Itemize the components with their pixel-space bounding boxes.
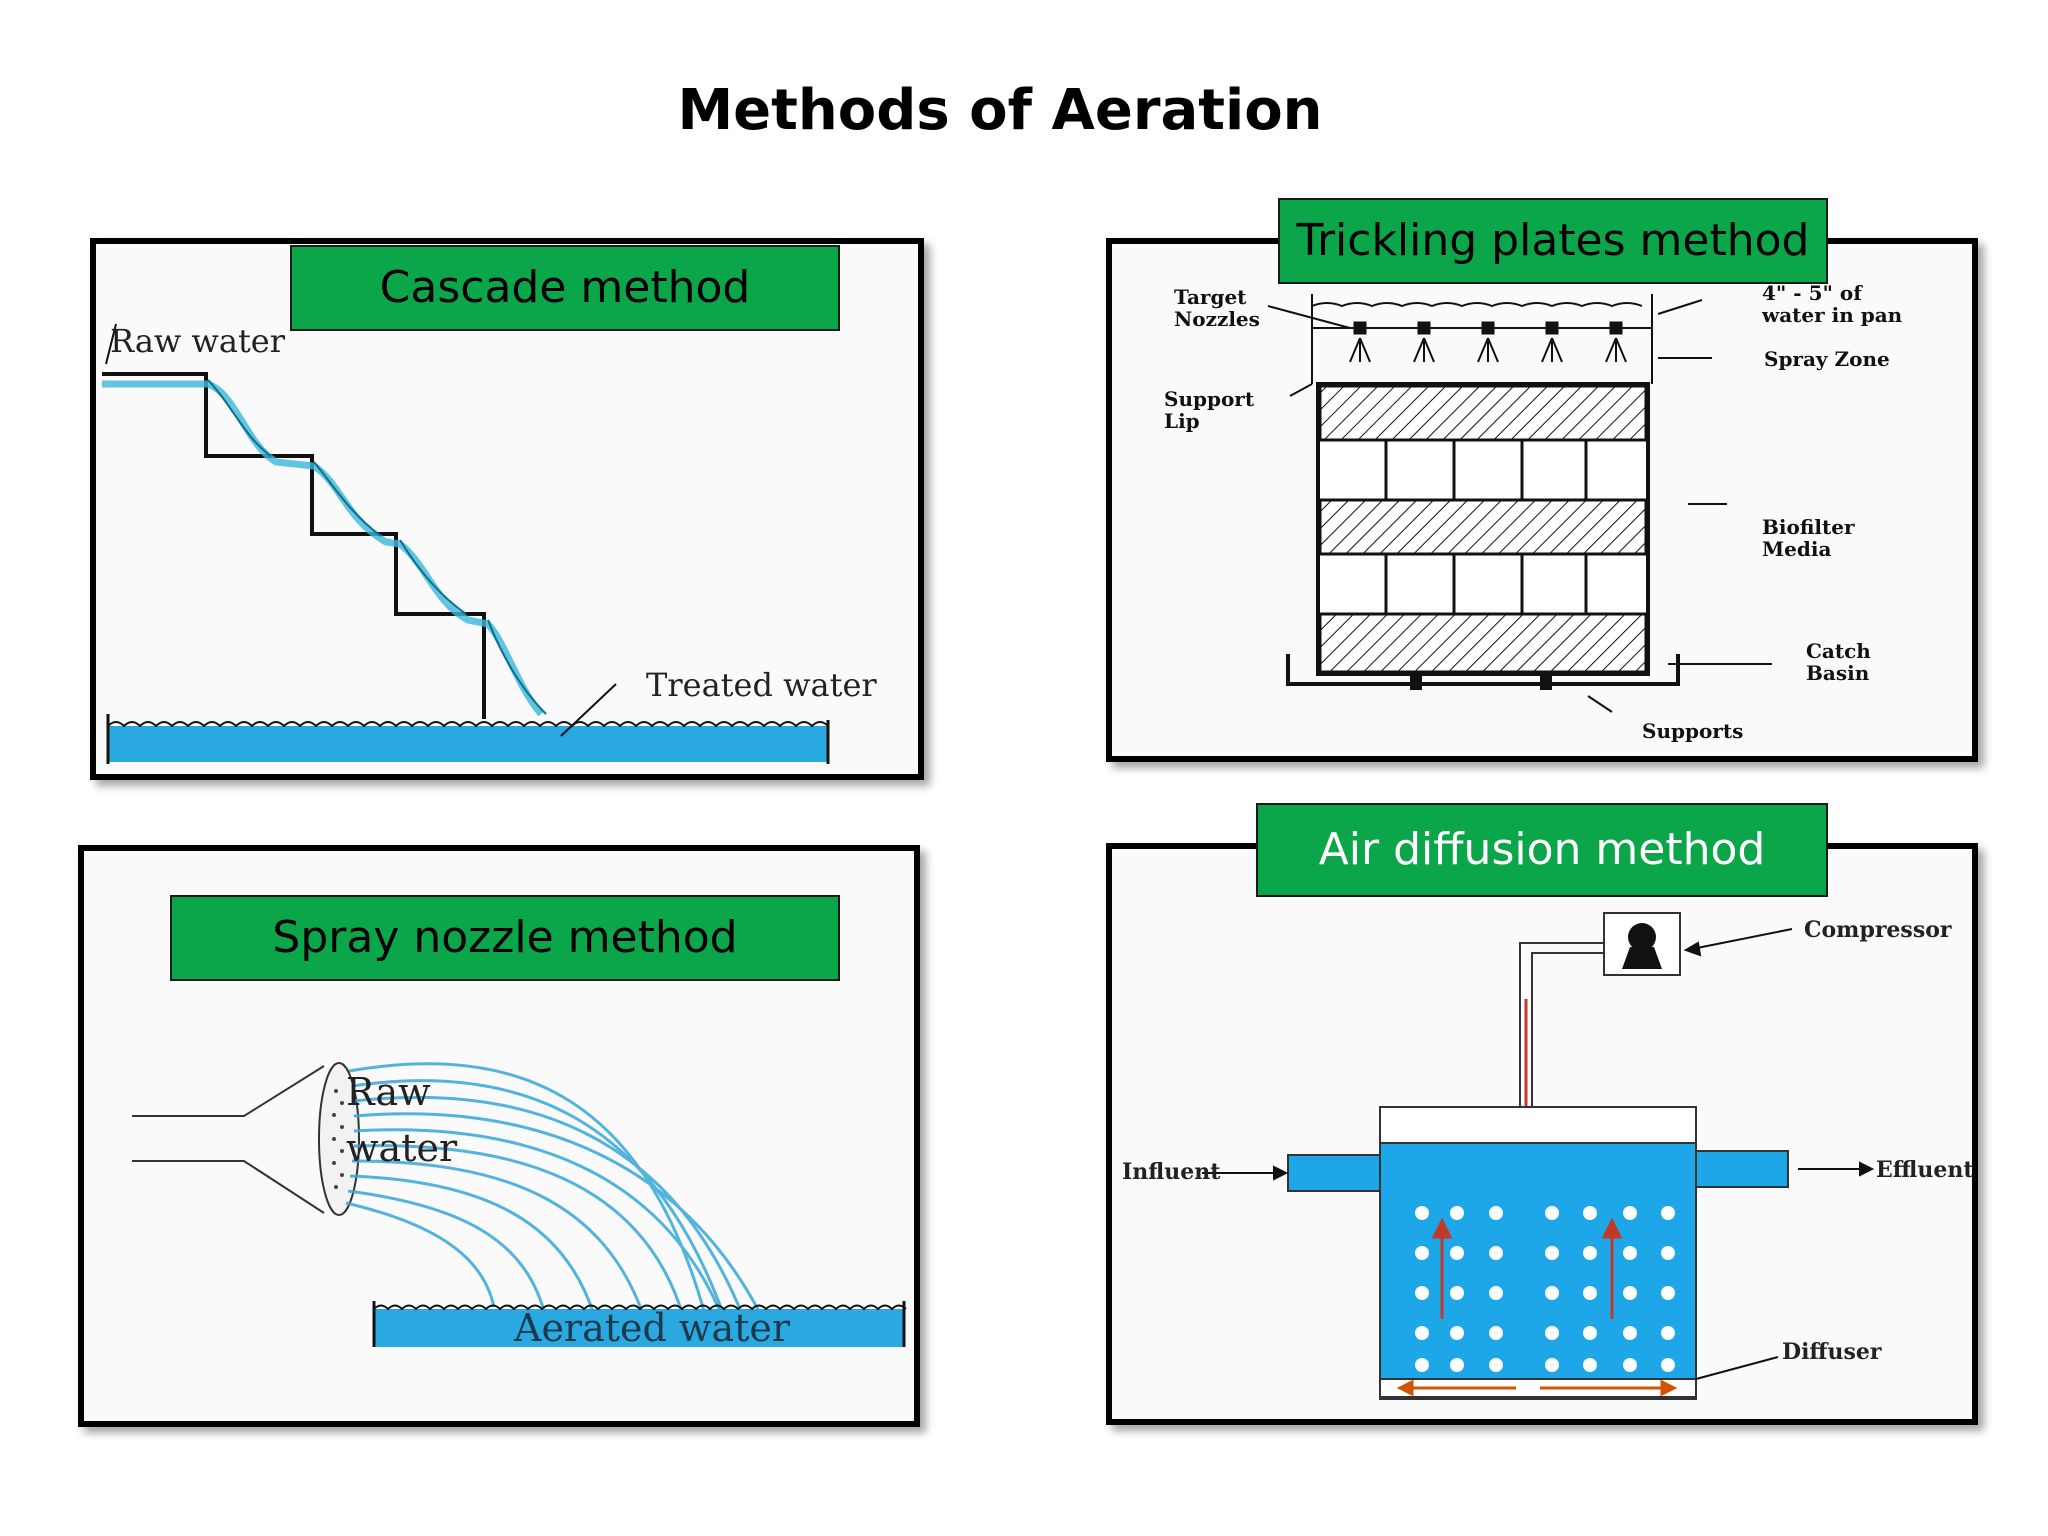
air-diffusion-text: Air diffusion method bbox=[1318, 824, 1766, 875]
diffusion-panel: Compressor Influent Effluent Diffuser bbox=[1106, 843, 1978, 1425]
trickling-panel: Target Nozzles 4" - 5" of water in pan S… bbox=[1106, 238, 1978, 762]
cascade-method-label: Cascade method bbox=[290, 245, 840, 331]
spray-zone-text: Spray Zone bbox=[1764, 347, 1890, 371]
compressor-text: Compressor bbox=[1804, 917, 1952, 943]
spray-illustration: Raw water Aerated water bbox=[132, 1062, 907, 1350]
raw-water-text-2: water bbox=[346, 1126, 458, 1170]
spray-nozzle-text: Spray nozzle method bbox=[272, 912, 738, 963]
raw-water-text: Raw water bbox=[110, 322, 286, 360]
supports-text: Supports bbox=[1642, 719, 1743, 743]
treated-water-text: Treated water bbox=[646, 666, 877, 704]
cascade-method-text: Cascade method bbox=[379, 262, 751, 313]
water-in-pan-text-1: 4" - 5" of bbox=[1762, 281, 1863, 305]
page-title: Methods of Aeration bbox=[677, 78, 1323, 143]
trickling-illustration: Target Nozzles 4" - 5" of water in pan S… bbox=[1164, 281, 1903, 743]
effluent-text: Effluent bbox=[1876, 1157, 1972, 1183]
air-diffusion-label: Air diffusion method bbox=[1256, 803, 1828, 897]
influent-text: Influent bbox=[1122, 1159, 1221, 1185]
diffusion-illustration: Compressor Influent Effluent Diffuser bbox=[1122, 912, 1972, 1400]
biofilter-media-text-2: Media bbox=[1762, 537, 1831, 561]
support-lip-text-2: Lip bbox=[1164, 409, 1200, 433]
aerated-water-text: Aerated water bbox=[513, 1306, 791, 1350]
trickling-plates-text: Trickling plates method bbox=[1296, 215, 1810, 266]
trickling-plates-label: Trickling plates method bbox=[1278, 198, 1828, 284]
support-lip-text-1: Support bbox=[1164, 387, 1255, 411]
spray-nozzle-label: Spray nozzle method bbox=[170, 895, 840, 981]
cascade-illustration: Raw water Treated water bbox=[102, 322, 877, 764]
raw-water-text-1: Raw bbox=[346, 1070, 431, 1114]
target-nozzles-text-1: Target bbox=[1174, 285, 1247, 309]
biofilter-media-text-1: Biofilter bbox=[1762, 515, 1855, 539]
target-nozzles-text-2: Nozzles bbox=[1174, 307, 1260, 331]
catch-basin-text-2: Basin bbox=[1806, 661, 1870, 685]
water-in-pan-text-2: water in pan bbox=[1761, 303, 1903, 327]
catch-basin-text-1: Catch bbox=[1806, 639, 1871, 663]
diffuser-text: Diffuser bbox=[1782, 1339, 1882, 1365]
